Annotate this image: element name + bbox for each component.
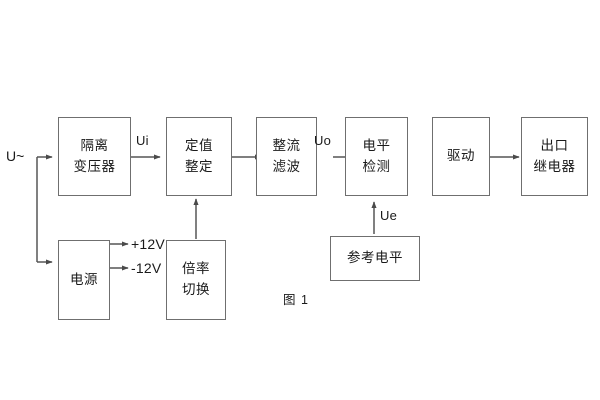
block-line: 驱动 [447, 148, 475, 164]
block-setting-value: 定值 整定 [166, 117, 232, 196]
block-line: 整流 [272, 137, 301, 153]
block-line: 倍率 [182, 261, 210, 277]
block-line: 切换 [182, 282, 210, 297]
block-line: 隔离 [80, 137, 109, 153]
rail-label-negative: -12V [131, 260, 162, 276]
source-label: U~ [6, 148, 25, 164]
block-line: 滤波 [272, 158, 301, 174]
block-line: 继电器 [533, 158, 576, 174]
signal-label-uo: Uo [314, 133, 332, 148]
signal-label-ue: Ue [380, 208, 398, 223]
block-output-relay: 出口 继电器 [521, 117, 588, 196]
block-line: 出口 [540, 137, 569, 153]
block-rectify-filter: 整流 滤波 [256, 117, 317, 196]
block-isolation-transformer: 隔离 变压器 [58, 117, 131, 196]
block-level-detection: 电平 检测 [345, 117, 408, 196]
block-reference-level: 参考电平 [330, 236, 420, 281]
signal-label-ui: Ui [136, 133, 149, 148]
figure-caption: 图 1 [283, 293, 309, 307]
block-line: 参考电平 [347, 250, 403, 266]
block-multiplier-switch: 倍率 切换 [166, 240, 226, 320]
block-line: 定值 [185, 137, 213, 153]
block-line: 变压器 [73, 158, 116, 174]
block-line: 电源 [70, 271, 98, 287]
block-line: 电平 [362, 137, 391, 153]
block-line: 检测 [362, 158, 391, 174]
block-drive: 驱动 [432, 117, 490, 196]
block-power-supply: 电源 [58, 240, 110, 320]
rail-label-positive: +12V [131, 236, 165, 252]
block-line: 整定 [185, 158, 213, 174]
